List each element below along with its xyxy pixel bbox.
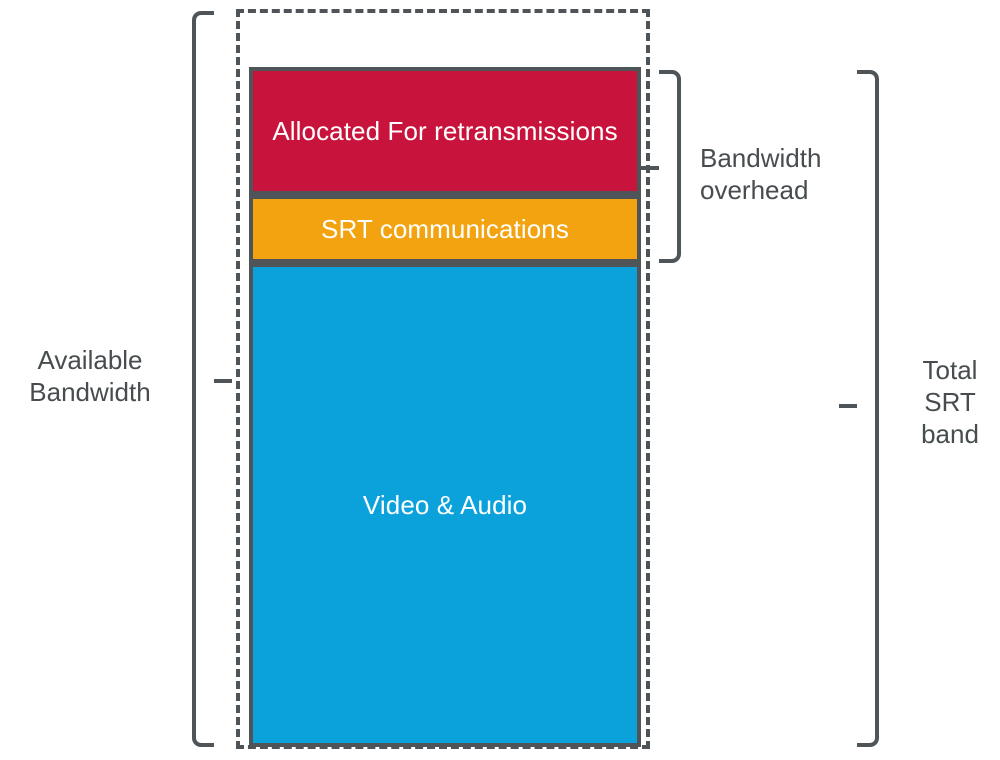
- available-bandwidth-region: [236, 9, 650, 749]
- block-srt-communications-label: SRT communications: [321, 213, 569, 244]
- bracket-total-srt-band: [839, 70, 879, 747]
- bracket-available-bandwidth: [192, 11, 232, 747]
- block-video-audio-label: Video & Audio: [362, 489, 528, 520]
- bracket-available-bandwidth-tick: [214, 379, 232, 383]
- bracket-total-srt-band-tick: [839, 404, 857, 408]
- block-video-audio[interactable]: Video & Audio: [249, 263, 641, 747]
- label-available-bandwidth: Available Bandwidth: [29, 345, 151, 407]
- bracket-bandwidth-overhead: [641, 70, 681, 263]
- block-srt-communications[interactable]: SRT communications: [249, 195, 641, 263]
- label-bandwidth-overhead: Bandwidth overhead: [700, 143, 822, 205]
- block-allocated-for-retransmissions[interactable]: Allocated For retransmissions: [249, 67, 641, 195]
- bracket-bandwidth-overhead-tick: [641, 166, 659, 170]
- block-allocated-for-retransmissions-label: Allocated For retransmissions: [272, 115, 618, 146]
- label-total-srt-band: Total SRT band: [921, 355, 979, 449]
